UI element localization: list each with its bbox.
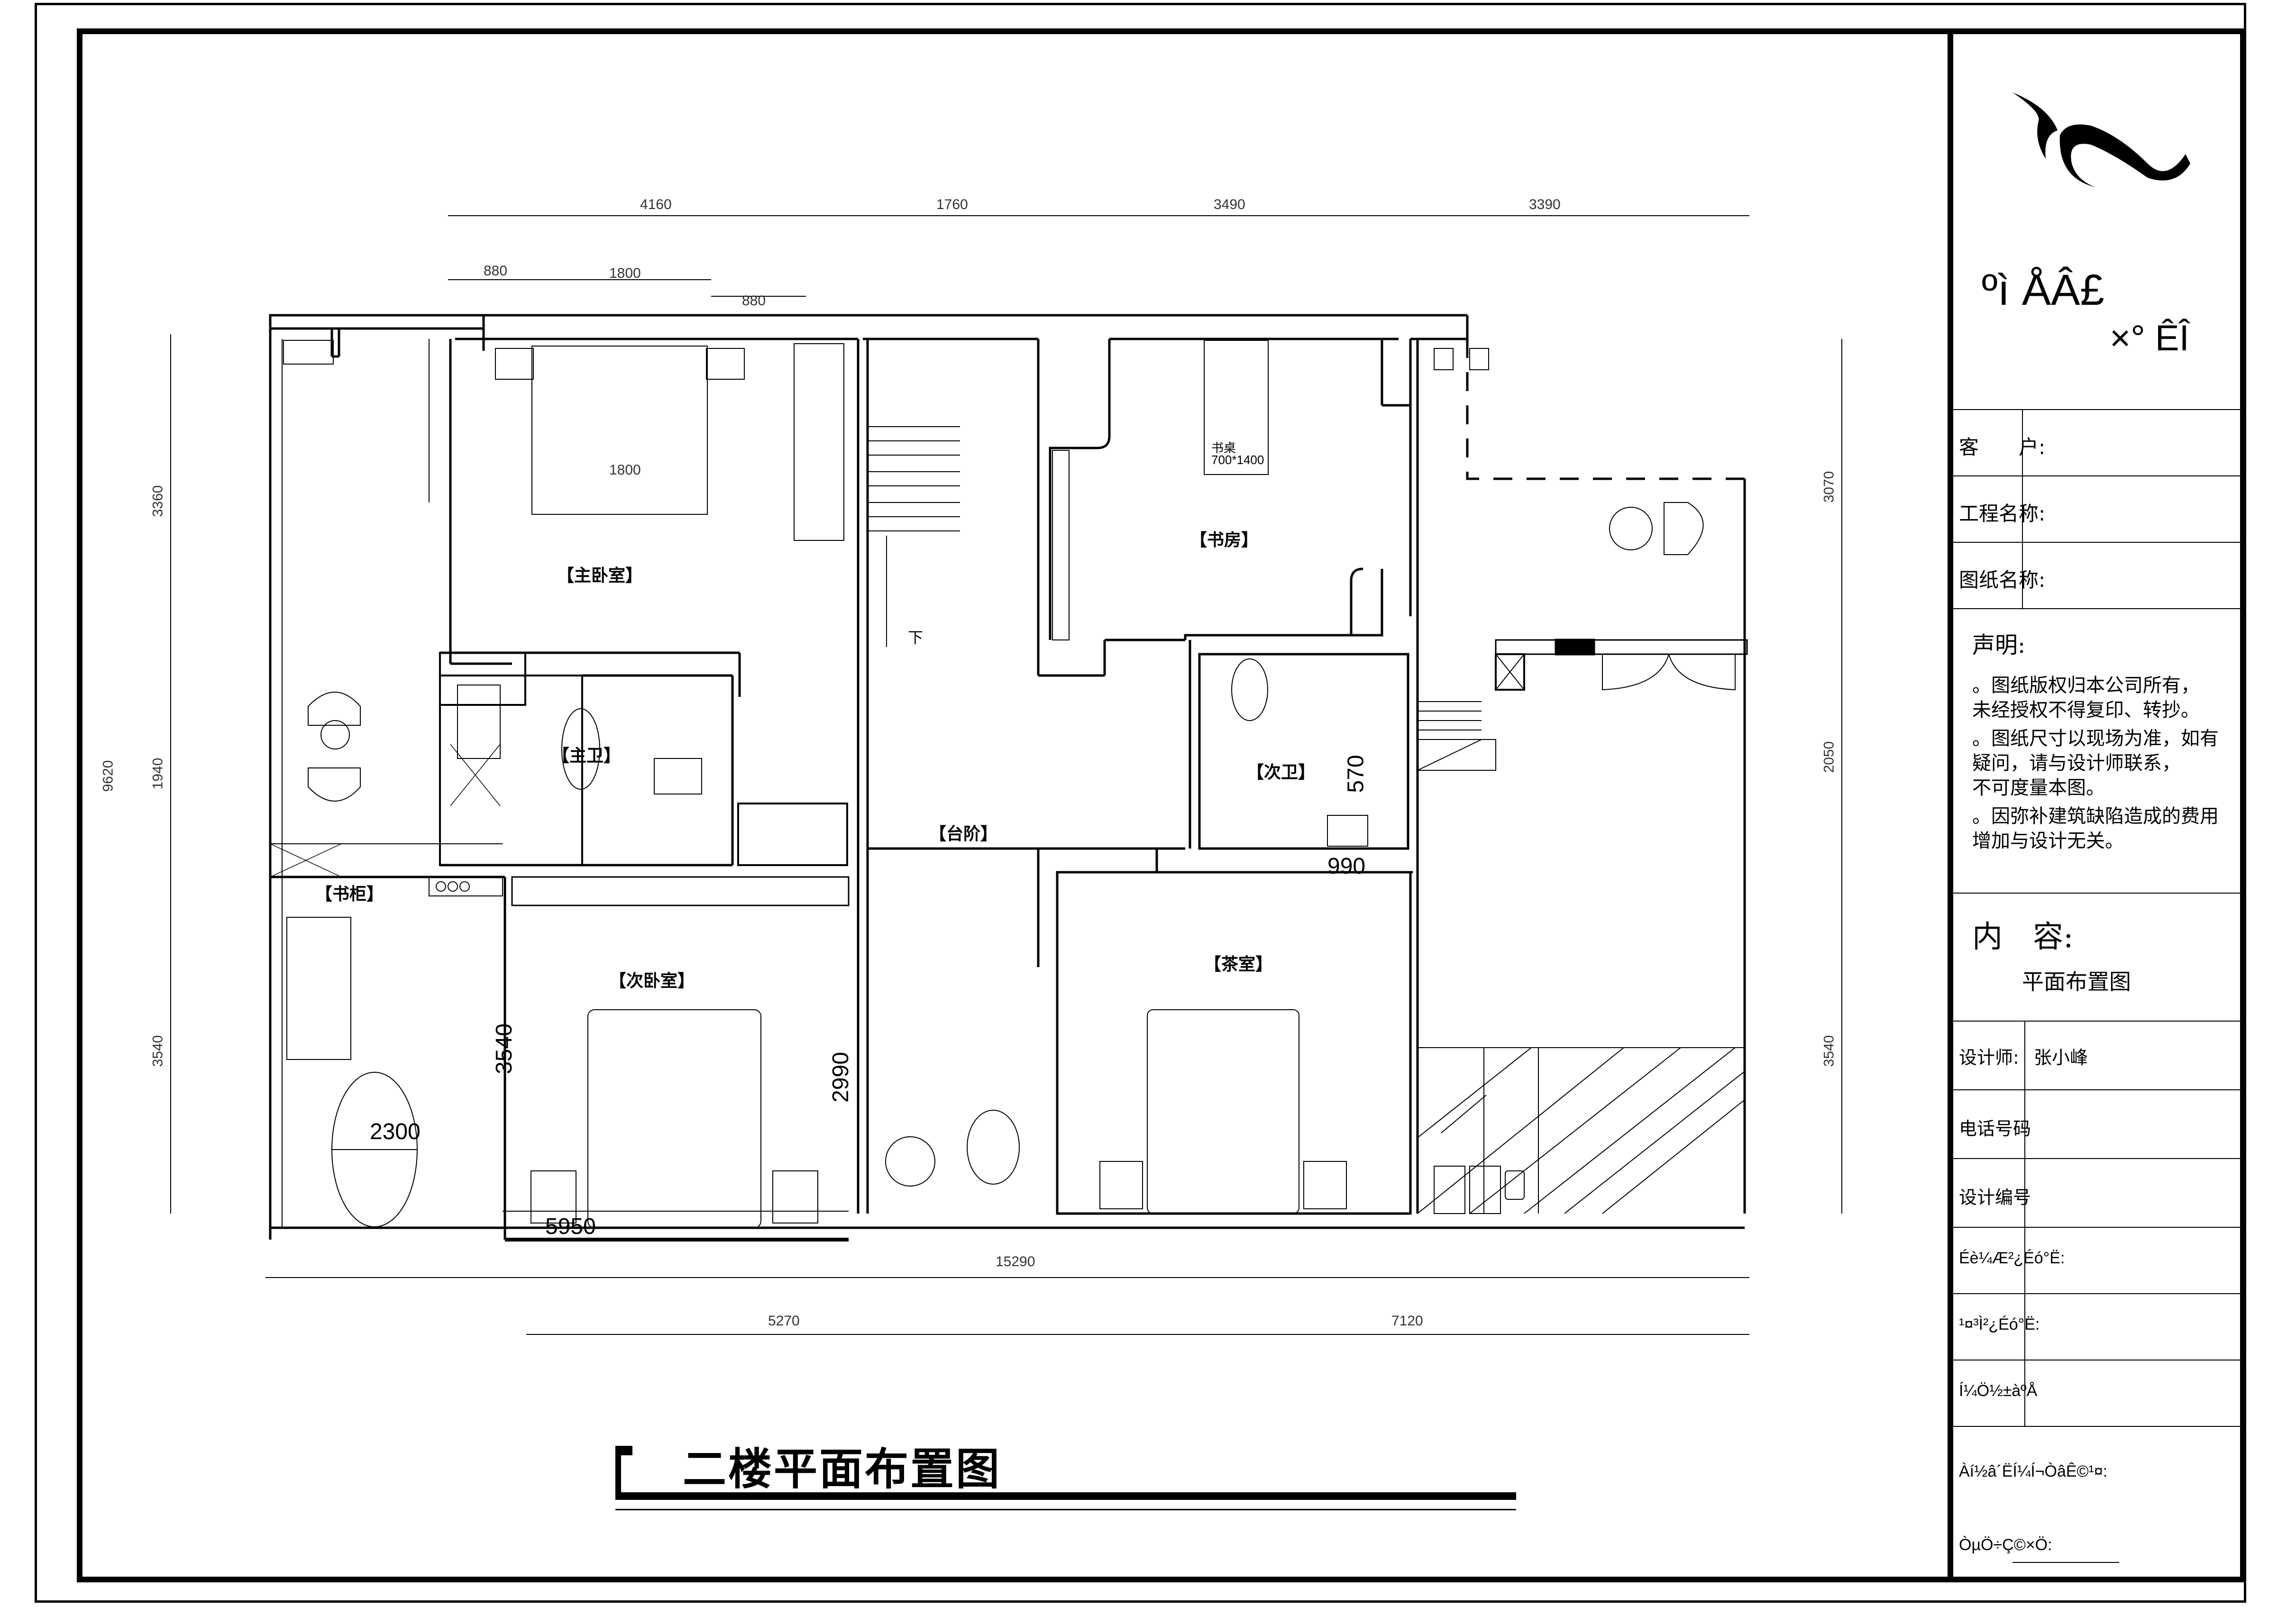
dim-top-inner-1: 880 [484,263,508,279]
info-row-designer: 设计师: 张小峰 [1953,1021,2242,1089]
title-bracket-cap [615,1446,632,1455]
room-label-master-bedroom: 【主卧室】 [557,566,643,585]
dim-second-bedroom-width: 5950 [545,1214,596,1239]
note-line-4: 疑问，请与设计师联系， [1972,752,2181,774]
field-label-client: 客 户: [1959,436,2046,459]
notes-title: 声明: [1972,632,2026,658]
dim-bed-width: 1800 [609,462,641,478]
room-label-master-bath: 【主卫】 [552,746,621,766]
dim-top-4: 3390 [1529,197,1561,212]
room-label-steps: 【台阶】 [929,824,998,844]
room-label-study: 【书房】 [1190,530,1259,550]
desk-size-label: 700*1400 [1211,453,1264,467]
content-section: 内 容: 平面布置图 [1953,893,2242,1021]
note-line-1: 。图纸版权归本公司所有， [1972,675,2200,696]
company-logo-icon [2012,92,2190,187]
dim-top-inner-3: 880 [742,293,766,309]
field-label-drawing: 图纸名称: [1959,568,2046,592]
content-title: 内 容: [1972,920,2074,955]
floor-plan-drawing [170,215,1842,1335]
dim-top-3: 3490 [1214,197,1245,212]
info-row-phone: 电话号码 [1953,1089,2242,1158]
drawing-title: 二楼平面布置图 [683,1444,1002,1495]
dim-bottom-total: 15290 [996,1254,1035,1269]
room-label-second-bath: 【次卫】 [1247,763,1316,782]
dim-left-1: 3360 [150,485,166,517]
title-underline-thin [615,1509,1516,1510]
dim-left-2: 1940 [150,758,166,790]
note-line-3: 。图纸尺寸以现场为准，如有 [1972,728,2219,749]
field-row-drawing: 图纸名称: [1953,542,2242,608]
dim-left-total: 9620 [100,760,116,792]
dim-bottom-2: 7120 [1391,1313,1423,1329]
logo-text-line2: ×° ÊÎ [2110,318,2189,358]
dim-right-2: 2050 [1821,741,1837,773]
content-value: 平面布置图 [2022,969,2131,995]
info-label-drawing-number: Í¼Ö½±àºÅ [1959,1382,2038,1400]
field-row-project: 工程名称: [1953,475,2242,542]
dim-second-bath-990: 990 [1327,854,1366,879]
desk-label: 书桌 [1211,441,1236,455]
info-value-designer: 张小峰 [2034,1047,2088,1068]
title-underline-thick [615,1492,1516,1500]
dim-top-1: 4160 [640,197,672,212]
dim-second-bedroom-height: 3540 [491,1023,517,1074]
info-label-engineering-review: ¹¤³Ì²¿Éó°Ë: [1959,1315,2040,1333]
dim-spiral-stair: 2300 [370,1119,421,1144]
signature-line [2012,1562,2119,1563]
info-row-engineering-review: ¹¤³Ì²¿Éó°Ë: [1953,1293,2242,1360]
stair-down-label: 下 [908,629,924,646]
room-label-tea-room: 【茶室】 [1204,955,1273,974]
info-label-design-review: Éè¼Æ²¿Éó°Ë: [1959,1249,2065,1267]
dim-top-inner-2: 1800 [609,265,641,281]
info-row-design-number: 设计编号 [1953,1158,2242,1227]
title-block: ºì ÅÂ£ ×° ÊÎ 客 户: 工程名称: 图纸名称: 声明: 。图纸版权归… [1948,28,2242,1582]
dim-second-bath-570: 570 [1343,755,1369,793]
room-label-bookcase: 【书柜】 [315,885,384,904]
note-line-2: 未经授权不得复印、转抄。 [1972,699,2200,721]
dim-left-3: 3540 [150,1035,166,1067]
field-row-client: 客 户: [1953,409,2242,475]
signoff-section: Àí½â´ËÍ¼Í¬ÒâÊ©¹¤: ÒµÖ÷Ç©×Ö: [1953,1426,2242,1577]
note-line-5: 不可度量本图。 [1972,777,2105,799]
dim-second-bedroom-door: 2990 [828,1052,853,1103]
dim-right-1: 3070 [1821,471,1837,503]
info-label-design-number: 设计编号 [1959,1187,2031,1208]
logo-text-line1: ºì ÅÂ£ [1982,266,2104,314]
note-line-6: 。因弥补建筑缺陷造成的费用 [1972,805,2219,827]
note-line-7: 增加与设计无关。 [1972,830,2124,852]
field-label-project: 工程名称: [1959,502,2046,525]
info-label-designer: 设计师: [1959,1047,2019,1068]
notes-section: 声明: 。图纸版权归本公司所有， 未经授权不得复印、转抄。 。图纸尺寸以现场为准… [1953,608,2242,893]
floor-plan: 4160 1760 3490 3390 880 1800 880 1800 15… [100,197,1842,1335]
sheet-inner-border [77,28,2246,1582]
info-row-drawing-number: Í¼Ö½±àºÅ [1953,1360,2242,1426]
info-row-design-review: Éè¼Æ²¿Éó°Ë: [1953,1227,2242,1293]
signoff-label-2: ÒµÖ÷Ç©×Ö: [1959,1536,2052,1554]
info-label-phone: 电话号码 [1959,1118,2031,1139]
signoff-label-1: Àí½â´ËÍ¼Í¬ÒâÊ©¹¤: [1959,1462,2108,1480]
dim-bottom-1: 5270 [768,1313,800,1329]
title-bracket [615,1446,621,1498]
dim-right-3: 3540 [1821,1035,1837,1067]
dim-top-2: 1760 [936,197,968,212]
room-label-second-bedroom: 【次卧室】 [609,971,695,991]
